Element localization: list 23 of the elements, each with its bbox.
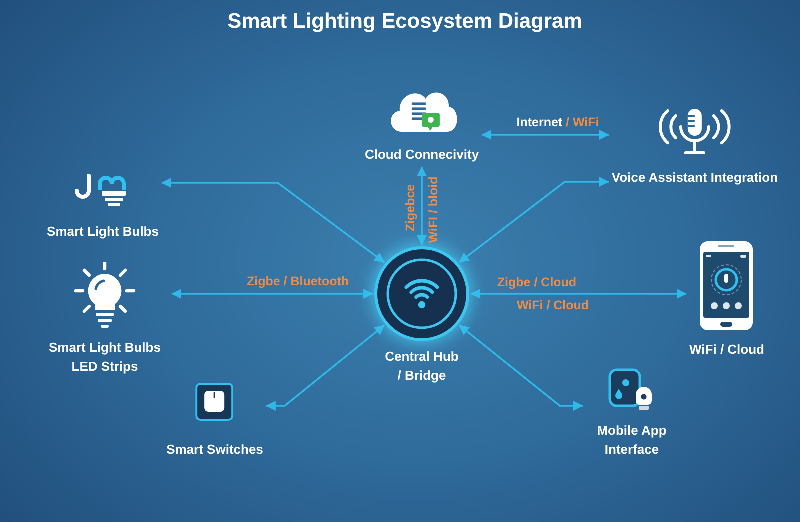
connector-arrow (417, 166, 427, 246)
node-label: Smart Light Bulbs (47, 223, 159, 241)
connector-arrow (172, 289, 374, 299)
connector-arrow (482, 130, 610, 140)
connector-arrow (161, 178, 385, 264)
diagram-title: Smart Lighting Ecosystem Diagram (228, 10, 582, 34)
edge-label: Internet / WiFi (516, 116, 600, 130)
node-label: Central Hub / Bridge (384, 348, 460, 385)
link-label: WiFi / Cloud (516, 298, 590, 314)
connector-arrow (458, 324, 584, 411)
connector-arrow (470, 289, 687, 299)
node-label: Cloud Connecivity (364, 146, 480, 164)
node-label: Smart Switches (166, 441, 264, 459)
node-label: Mobile App Interface (596, 422, 668, 459)
edge-label: Zigbe / Cloud (497, 276, 577, 290)
connector-arrow (458, 177, 610, 264)
node-label: Smart Light Bulbs LED Strips (48, 339, 162, 376)
edge-label: Zigbe / Bluetooth (246, 274, 350, 290)
node-label: Voice Assistant Integration (612, 169, 778, 187)
connector-arrow (266, 324, 386, 411)
link-label: WiFI / bloid (426, 176, 442, 244)
edge-label: Zigebce (404, 184, 418, 232)
node-label: WiFi / Cloud (690, 341, 764, 359)
